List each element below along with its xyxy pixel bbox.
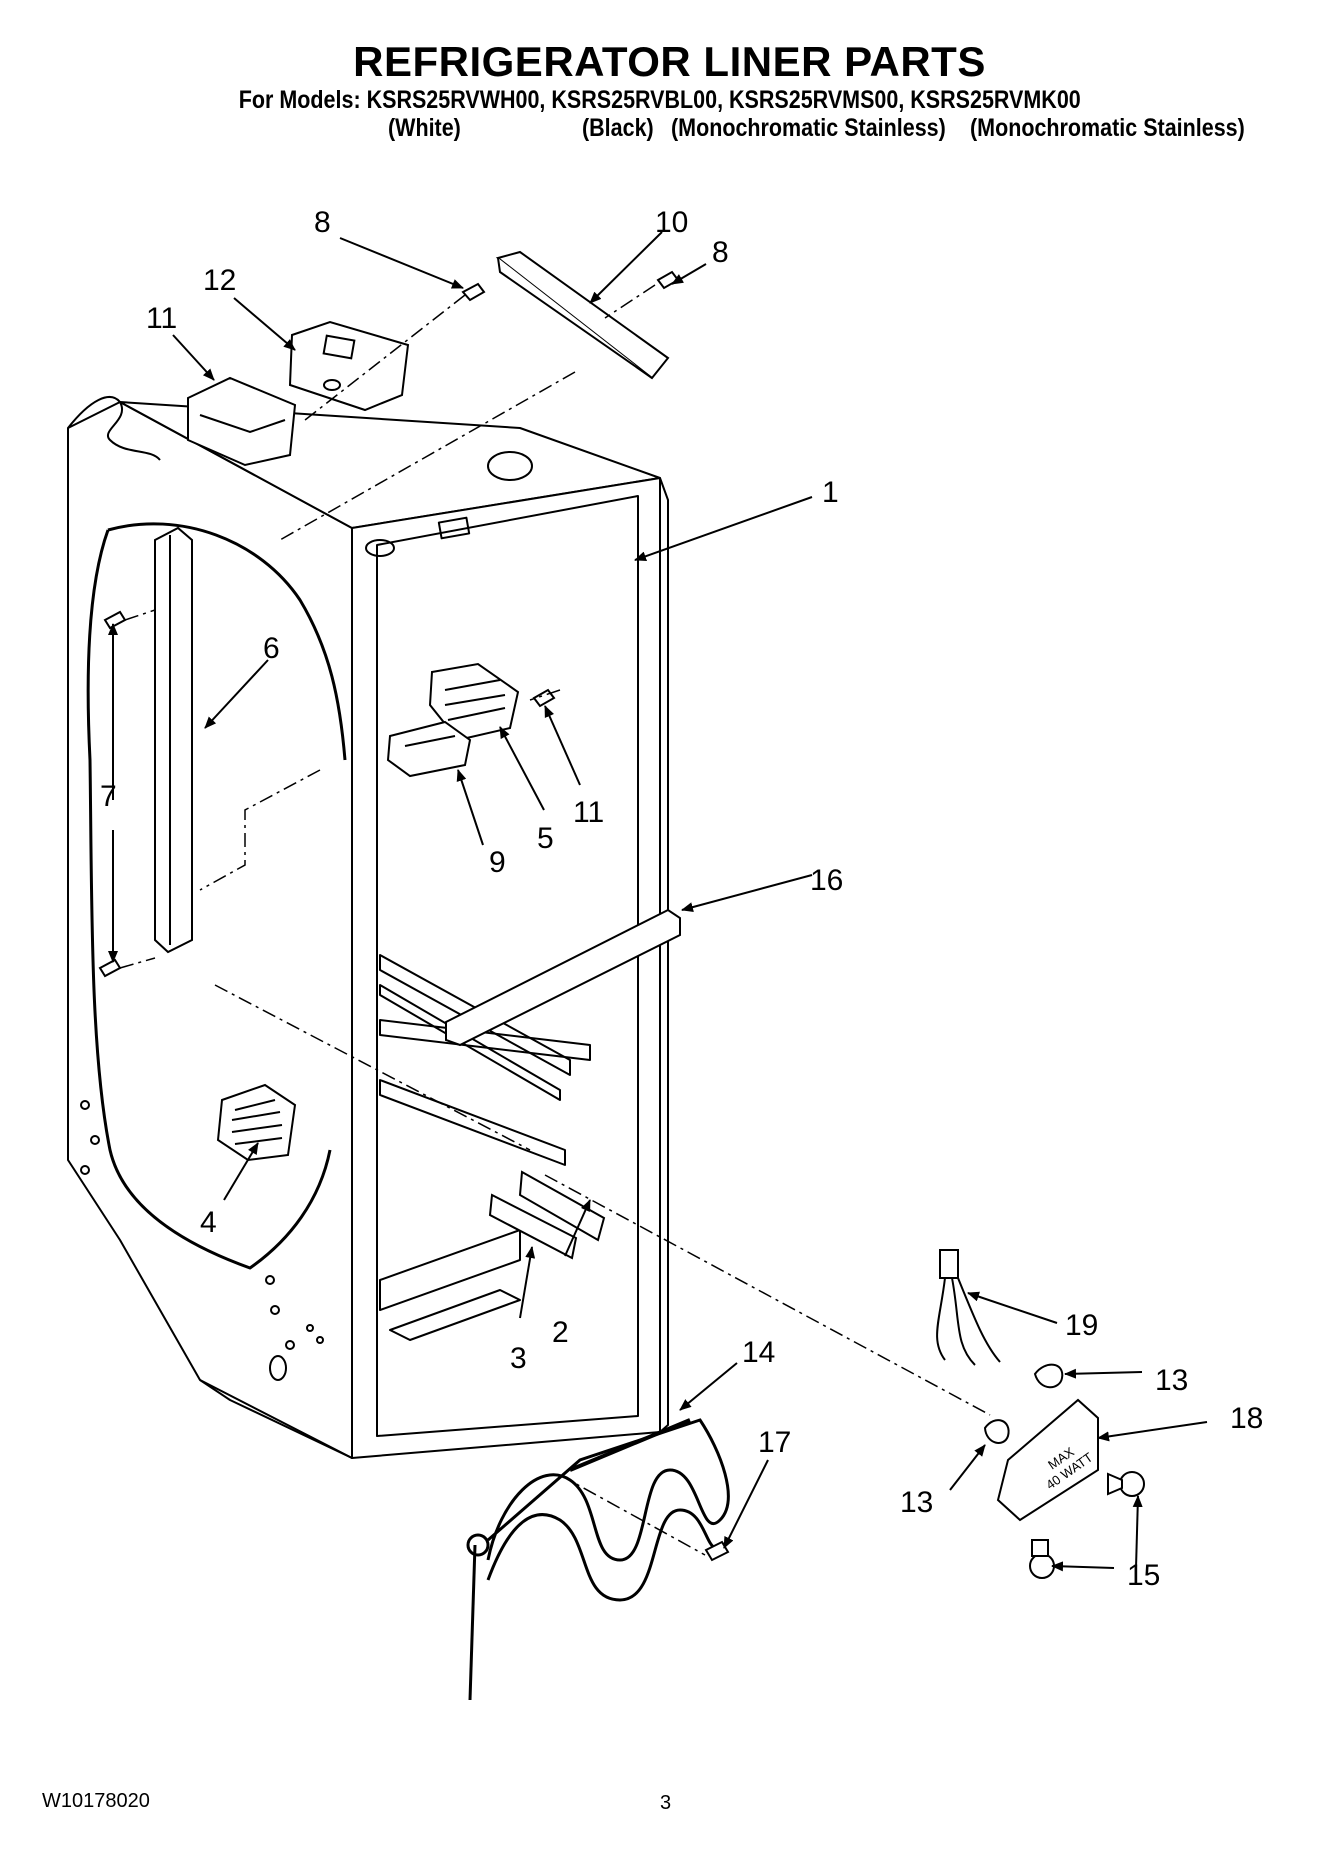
screws [98, 270, 1145, 1579]
callout-7: 7 [100, 780, 117, 813]
callout-8-right: 8 [712, 236, 729, 269]
callout-12: 12 [203, 264, 236, 297]
callout-11-mid: 11 [573, 796, 604, 829]
wire-harness [936, 1249, 1001, 1366]
callout-6: 6 [263, 632, 280, 665]
control-housing [187, 376, 297, 467]
control-cover [288, 320, 410, 412]
callout-2: 2 [552, 1316, 569, 1349]
lamp-socket-clips [983, 1363, 1064, 1444]
page-number: 3 [660, 1792, 672, 1814]
model-colors: (White) (Black) (Monochromatic Stainless… [0, 114, 1339, 146]
pan-support-3 [488, 1193, 578, 1260]
color-white: (White) [388, 114, 461, 142]
color-mono-stainless-1: (Monochromatic Stainless) [671, 114, 946, 142]
lamp-housing: MAX 40 WATT [996, 1398, 1099, 1522]
callout-9: 9 [489, 846, 506, 879]
callout-8-left: 8 [314, 206, 331, 239]
document-number: W10178020 [42, 1790, 150, 1812]
light-shield [428, 662, 520, 742]
leader-lines [108, 231, 1208, 1572]
shelf-rail [154, 526, 193, 954]
callout-13-lower: 13 [900, 1486, 933, 1519]
color-mono-stainless-2: (Monochromatic Stainless) [970, 114, 1245, 142]
color-black: (Black) [582, 114, 654, 142]
page-title: REFRIGERATOR LINER PARTS [353, 38, 986, 85]
callout-5: 5 [537, 822, 554, 855]
callout-1: 1 [822, 476, 839, 509]
alignment-lines [119, 284, 991, 1556]
models-line: For Models: KSRS25RVWH00, KSRS25RVBL00, … [238, 86, 1081, 114]
callout-11-top: 11 [146, 302, 177, 335]
callout-10: 10 [655, 206, 688, 239]
defrost-heater [466, 1418, 730, 1701]
callout-13-upper: 13 [1155, 1364, 1188, 1397]
air-vent [216, 1083, 297, 1162]
callout-4: 4 [200, 1206, 217, 1239]
callout-3: 3 [510, 1342, 527, 1375]
callout-18: 18 [1230, 1402, 1263, 1435]
pan-support-2 [518, 1170, 606, 1242]
callout-14: 14 [742, 1336, 775, 1369]
callout-17: 17 [758, 1426, 791, 1459]
callout-19: 19 [1065, 1309, 1098, 1342]
light-lens [386, 720, 472, 778]
callout-16: 16 [810, 864, 843, 897]
callout-numbers: 1 2 3 4 5 6 7 8 8 9 10 11 11 12 13 13 14… [100, 206, 1263, 1592]
callout-15: 15 [1127, 1559, 1160, 1592]
top-bracket [495, 250, 670, 380]
crisper-cover-support [445, 908, 681, 1047]
